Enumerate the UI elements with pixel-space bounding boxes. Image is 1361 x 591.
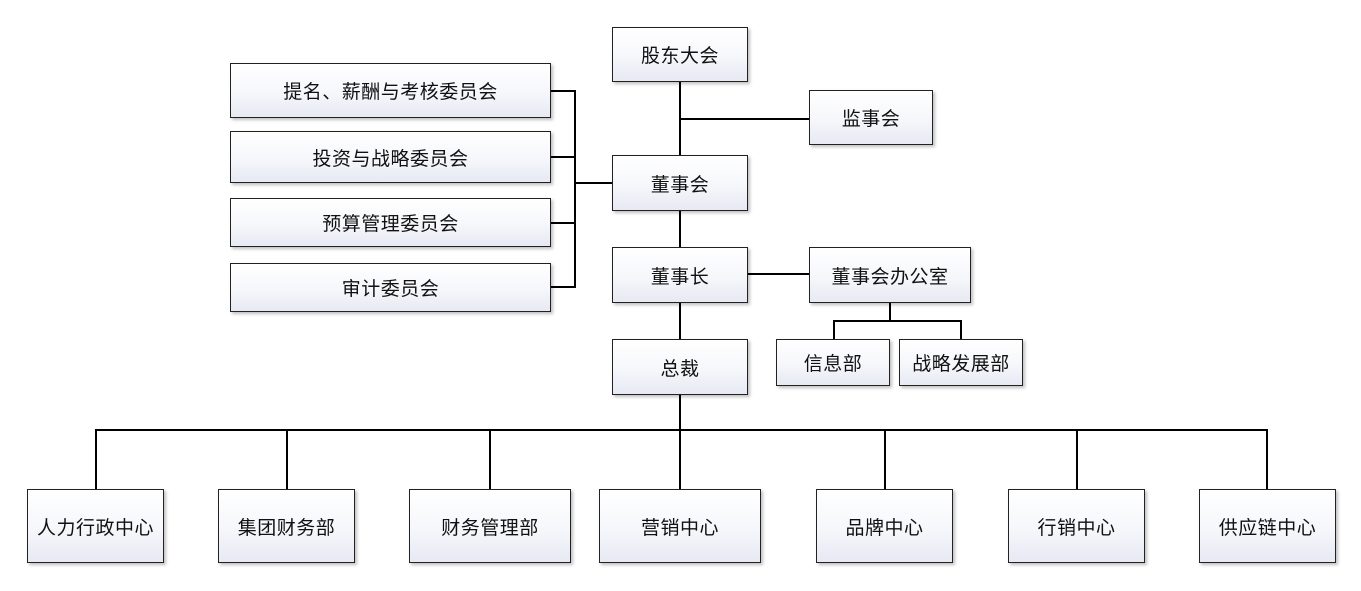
chairman-box: 董事长 (612, 247, 748, 303)
info-dept-box: 信息部 (776, 339, 890, 386)
connector-line (680, 118, 810, 120)
connector-line (549, 286, 576, 288)
connector-line (95, 429, 97, 490)
committee-box: 预算管理委员会 (230, 198, 551, 247)
connector-line (884, 429, 886, 490)
department-box: 供应链中心 (1199, 489, 1336, 563)
connector-line (746, 273, 811, 275)
committee-box: 投资与战略委员会 (230, 131, 551, 183)
connector-line (679, 302, 681, 340)
strategy-dev-dept-box: 战略发展部 (899, 339, 1023, 386)
connector-line (489, 429, 491, 490)
connector-line (1076, 429, 1078, 490)
department-box: 人力行政中心 (27, 489, 164, 563)
department-box: 品牌中心 (816, 489, 953, 563)
connector-line (833, 320, 962, 322)
president-box: 总裁 (612, 339, 748, 395)
connector-line (549, 156, 576, 158)
connector-line (679, 210, 681, 248)
connector-line (960, 320, 962, 340)
connector-line (549, 90, 576, 92)
connector-line (574, 182, 613, 184)
connector-line (833, 320, 835, 340)
department-box: 财务管理部 (409, 489, 571, 563)
department-box: 营销中心 (599, 489, 761, 563)
connector-line (889, 302, 891, 321)
shareholders-meeting-box: 股东大会 (612, 27, 748, 82)
supervisory-board-box: 监事会 (809, 90, 933, 145)
board-office-box: 董事会办公室 (809, 247, 971, 303)
connector-line (574, 90, 576, 288)
connector-line (549, 222, 576, 224)
department-box: 行销中心 (1008, 489, 1145, 563)
board-of-directors-box: 董事会 (612, 155, 748, 211)
connector-line (286, 429, 288, 490)
connector-line (679, 394, 681, 490)
connector-line (1266, 429, 1268, 490)
committee-box: 审计委员会 (230, 263, 551, 312)
connector-line (95, 429, 1268, 431)
department-box: 集团财务部 (218, 489, 355, 563)
committee-box: 提名、薪酬与考核委员会 (230, 63, 551, 118)
